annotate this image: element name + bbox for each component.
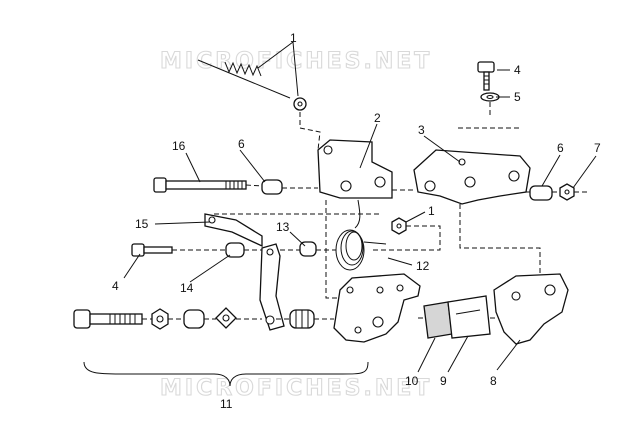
callout-1-center: 1 bbox=[428, 204, 435, 218]
part-bracket-3 bbox=[413, 149, 531, 205]
part-bolt-top bbox=[477, 61, 495, 91]
callout-4-top: 4 bbox=[514, 63, 521, 77]
watermark-bottom: MICROFICHES.NET bbox=[160, 376, 432, 401]
part-bottom-nut-1 bbox=[151, 308, 169, 330]
callout-12: 12 bbox=[416, 259, 430, 273]
callout-3: 3 bbox=[418, 123, 425, 137]
part-bushing-14 bbox=[225, 242, 245, 258]
callout-11: 11 bbox=[220, 397, 233, 411]
part-pad-10 bbox=[423, 301, 453, 339]
part-bracket-2 bbox=[317, 139, 393, 199]
callout-5: 5 bbox=[514, 90, 521, 104]
part-torsion-spring bbox=[335, 199, 387, 271]
part-cable-spring bbox=[197, 59, 307, 111]
callout-16: 16 bbox=[172, 139, 186, 153]
part-bushing-right bbox=[529, 185, 553, 201]
part-bracket-8 bbox=[493, 273, 569, 345]
callout-6-left: 6 bbox=[238, 137, 245, 151]
part-bottom-bushing-1 bbox=[183, 309, 205, 329]
part-lever-arm bbox=[259, 243, 285, 331]
connector-lines bbox=[142, 102, 590, 320]
part-bolt-left bbox=[131, 243, 173, 257]
callout-1-top: 1 bbox=[290, 31, 297, 45]
part-bushing-left bbox=[261, 179, 283, 195]
callout-8: 8 bbox=[490, 374, 497, 388]
part-bottom-bushing-2 bbox=[289, 309, 315, 329]
callout-2: 2 bbox=[374, 111, 381, 125]
callout-7: 7 bbox=[594, 141, 601, 155]
leader-lines bbox=[123, 41, 597, 373]
callout-13: 13 bbox=[276, 220, 290, 234]
part-clip bbox=[204, 213, 263, 248]
part-main-block bbox=[333, 273, 421, 343]
callout-10: 10 bbox=[405, 374, 419, 388]
callout-9: 9 bbox=[440, 374, 447, 388]
part-nut-right bbox=[559, 183, 575, 201]
callout-14: 14 bbox=[180, 281, 194, 295]
part-plate-9 bbox=[447, 295, 491, 339]
part-long-bolt bbox=[153, 177, 247, 193]
part-bottom-bracket-11 bbox=[83, 361, 369, 387]
callout-labels: 1 2 3 4 5 6 6 7 16 1 15 13 12 4 14 10 9 … bbox=[112, 31, 601, 411]
part-bottom-washer bbox=[215, 307, 237, 329]
callout-6-right: 6 bbox=[557, 141, 564, 155]
part-bottom-bolt bbox=[73, 309, 143, 329]
callout-4-left: 4 bbox=[112, 279, 119, 293]
callout-15: 15 bbox=[135, 217, 149, 231]
part-nut-center bbox=[391, 217, 407, 235]
